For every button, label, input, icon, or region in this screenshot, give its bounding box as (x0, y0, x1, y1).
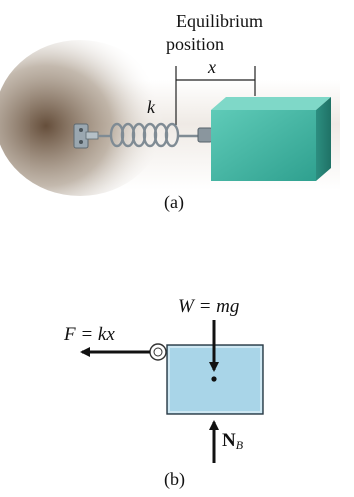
caption-a: (a) (164, 192, 184, 212)
normal-force-subscript: B (235, 438, 244, 452)
equilibrium-label: Equilibrium (176, 11, 263, 31)
block-b-shade (168, 346, 262, 413)
k-label: k (147, 97, 155, 117)
block-b (166, 344, 264, 415)
spring-force-label: F = kx (64, 324, 115, 345)
spring-attachment (197, 127, 213, 143)
position-label: position (166, 34, 225, 54)
block-hook (149, 343, 167, 361)
normal-force-label: NB (222, 431, 243, 451)
center-of-gravity-dot (211, 376, 217, 382)
weight-label: W = mg (178, 296, 240, 317)
spring (98, 122, 200, 148)
wall-bracket (73, 123, 99, 149)
block-a (211, 97, 331, 181)
x-label: x (208, 57, 216, 77)
figure-a-illustration (0, 40, 340, 196)
normal-force-main: N (222, 430, 236, 451)
caption-b: (b) (164, 469, 185, 489)
wall-shadow (0, 40, 165, 196)
